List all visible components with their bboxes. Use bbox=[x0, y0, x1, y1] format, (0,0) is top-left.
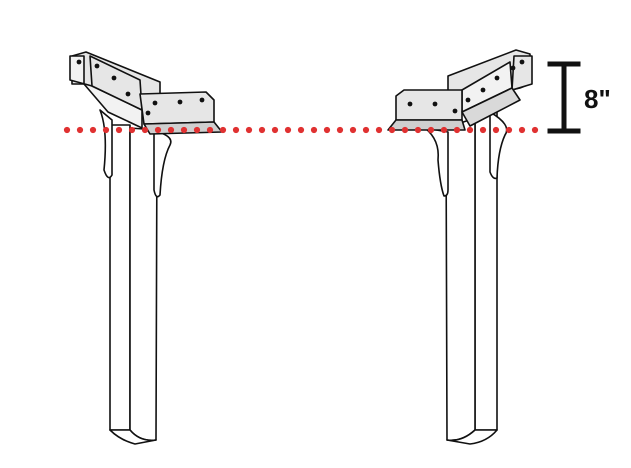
level-dot bbox=[141, 126, 149, 134]
level-dot bbox=[219, 126, 227, 134]
left-post-assembly bbox=[69, 51, 223, 445]
level-dot bbox=[154, 126, 162, 134]
right-bracket-flange-lip bbox=[387, 119, 466, 131]
level-dot bbox=[336, 126, 344, 134]
level-dot bbox=[115, 126, 123, 134]
level-dot bbox=[349, 126, 357, 134]
left-knee-brace-front bbox=[149, 129, 172, 198]
level-dot bbox=[401, 126, 409, 134]
left-post-front bbox=[129, 127, 158, 442]
level-dot bbox=[167, 126, 175, 134]
level-dot bbox=[102, 126, 110, 134]
level-dot bbox=[362, 126, 370, 134]
left-knee-brace-rear bbox=[99, 109, 113, 179]
left-bracket-plate-left bbox=[69, 55, 143, 129]
level-dot bbox=[128, 126, 136, 134]
level-dot bbox=[531, 126, 539, 134]
right-bracket-angle bbox=[461, 87, 521, 127]
right-post-assembly bbox=[387, 49, 533, 445]
level-dot bbox=[310, 126, 318, 134]
level-dotted-line bbox=[63, 126, 539, 134]
right-bracket-plate-right bbox=[511, 55, 533, 91]
level-dot bbox=[89, 126, 97, 134]
right-post-front bbox=[445, 117, 476, 442]
left-post-foot bbox=[109, 429, 157, 445]
level-dot bbox=[492, 126, 500, 134]
level-dot bbox=[440, 126, 448, 134]
right-bolts bbox=[407, 59, 525, 114]
level-dot bbox=[375, 126, 383, 134]
right-bracket-flange bbox=[395, 89, 463, 121]
level-dot bbox=[427, 126, 435, 134]
level-dot bbox=[518, 126, 526, 134]
level-dot bbox=[505, 126, 513, 134]
level-dot bbox=[466, 126, 474, 134]
level-dot bbox=[206, 126, 214, 134]
level-dot bbox=[453, 126, 461, 134]
level-dot bbox=[271, 126, 279, 134]
right-post-foot bbox=[446, 429, 498, 445]
level-dot bbox=[63, 126, 71, 134]
level-dot bbox=[232, 126, 240, 134]
level-dot bbox=[297, 126, 305, 134]
left-post-rear bbox=[109, 124, 131, 431]
level-dot bbox=[245, 126, 253, 134]
level-dot bbox=[479, 126, 487, 134]
right-knee-brace-rear bbox=[489, 111, 508, 180]
level-dot bbox=[414, 126, 422, 134]
left-bracket-flange bbox=[139, 91, 215, 125]
level-dot bbox=[180, 126, 188, 134]
level-dot bbox=[76, 126, 84, 134]
level-dot bbox=[258, 126, 266, 134]
right-knee-brace-front bbox=[424, 127, 449, 197]
level-dot bbox=[193, 126, 201, 134]
height-dimension-marker bbox=[547, 61, 581, 134]
level-dot bbox=[284, 126, 292, 134]
level-dot bbox=[323, 126, 331, 134]
height-label: 8" bbox=[584, 84, 611, 114]
left-bolts bbox=[76, 59, 205, 116]
level-dot bbox=[388, 126, 396, 134]
